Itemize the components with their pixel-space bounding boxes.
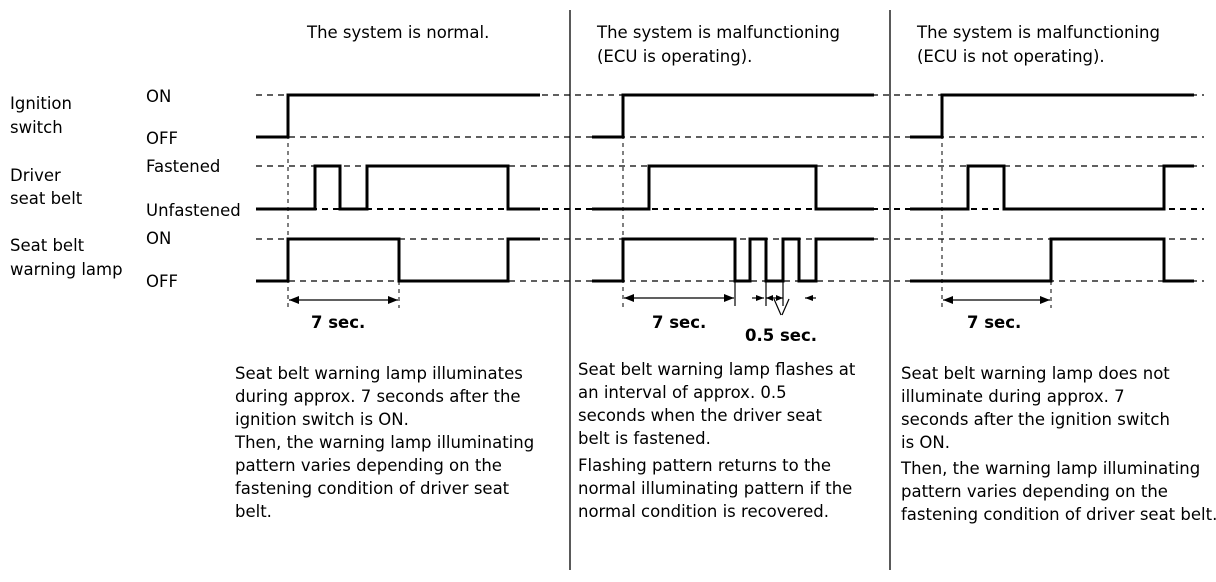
panel-3-description-line: pattern varies depending on the	[901, 482, 1168, 501]
signal-seatbelt-label-1: Driver	[10, 166, 61, 185]
panel-2-interval-label: 0.5 sec.	[745, 326, 817, 345]
panel-3-description-line: illuminate during approx. 7	[901, 387, 1125, 406]
seatbelt-high-label: Fastened	[146, 157, 220, 176]
panel-3-description-line: seconds after the ignition switch	[901, 410, 1170, 429]
panel-1-description-line: Seat belt warning lamp illuminates	[235, 364, 523, 383]
panel-3-description-line: fastening condition of driver seat belt.	[901, 505, 1216, 524]
signal-lamp-label-1: Seat belt	[10, 236, 85, 255]
panel-2-description-line: an interval of approx. 0.5	[578, 383, 787, 402]
panel-3-title-line-2: (ECU is not operating).	[917, 47, 1105, 66]
panel-2-duration-label: 7 sec.	[652, 313, 706, 332]
panel-2-duration-arrow	[624, 281, 736, 306]
panel-2-description-line: normal condition is recovered.	[578, 502, 829, 521]
panel-2-description: Seat belt warning lamp flashes at an int…	[578, 360, 856, 521]
panel-1-duration-arrow	[289, 296, 398, 304]
panel-3-duration-arrow	[943, 296, 1050, 304]
ignition-high-label: ON	[146, 87, 171, 106]
lamp-low-label: OFF	[146, 272, 178, 291]
panel-2-description-line: seconds when the driver seat	[578, 406, 822, 425]
panel-2-description-line: Seat belt warning lamp flashes at	[578, 360, 856, 379]
panel-3-description-line: Seat belt warning lamp does not	[901, 364, 1170, 383]
panel-1-lamp-waveform	[256, 237, 540, 283]
panel-3-title-line-1: The system is malfunctioning	[916, 23, 1160, 42]
panel-1-title: The system is normal.	[306, 23, 489, 42]
lamp-high-label: ON	[146, 229, 171, 248]
signal-ignition-label-1: Ignition	[10, 94, 72, 113]
panel-3-description: Seat belt warning lamp does not illumina…	[900, 364, 1216, 524]
panel-1-description-line: during approx. 7 seconds after the	[235, 387, 521, 406]
ignition-low-label: OFF	[146, 129, 178, 148]
panel-1-seatbelt-waveform	[256, 164, 540, 211]
panel-1-description-line: belt.	[235, 502, 272, 521]
seatbelt-low-label: Unfastened	[146, 201, 241, 220]
panel-3-seatbelt-waveform	[910, 164, 1194, 211]
panel-2-description-line: Flashing pattern returns to the	[578, 456, 831, 475]
signal-lamp-label-2: warning lamp	[10, 260, 123, 279]
panel-2-description-line: belt is fastened.	[578, 429, 711, 448]
panel-2-ignition-waveform	[592, 93, 874, 139]
panel-1-description-line: Then, the warning lamp illuminating	[234, 433, 534, 452]
panel-3-duration-label: 7 sec.	[967, 313, 1021, 332]
panel-2-title-line-1: The system is malfunctioning	[596, 23, 840, 42]
panel-2-seatbelt-waveform	[592, 164, 874, 211]
panel-2-description-line: normal illuminating pattern if the	[578, 479, 852, 498]
panel-1-duration-label: 7 sec.	[311, 313, 365, 332]
panel-3-lamp-waveform	[910, 237, 1194, 283]
panel-3-description-line: Then, the warning lamp illuminating	[900, 459, 1200, 478]
panel-1-description-line: ignition switch is ON.	[235, 410, 409, 429]
panel-2-interval-arrows	[752, 281, 816, 316]
panel-1-description-line: pattern varies depending on the	[235, 456, 502, 475]
panel-3-description-line: is ON.	[901, 433, 950, 452]
panel-2-title-line-2: (ECU is operating).	[597, 47, 752, 66]
panel-2-lamp-waveform	[592, 237, 874, 283]
signal-ignition-label-2: switch	[10, 118, 63, 137]
signal-seatbelt-label-2: seat belt	[10, 189, 83, 208]
panel-3-ignition-waveform	[910, 93, 1194, 139]
panel-1-description: Seat belt warning lamp illuminates durin…	[234, 364, 534, 521]
panel-1-description-line: fastening condition of driver seat	[235, 479, 510, 498]
panel-1-ignition-waveform	[256, 93, 540, 139]
